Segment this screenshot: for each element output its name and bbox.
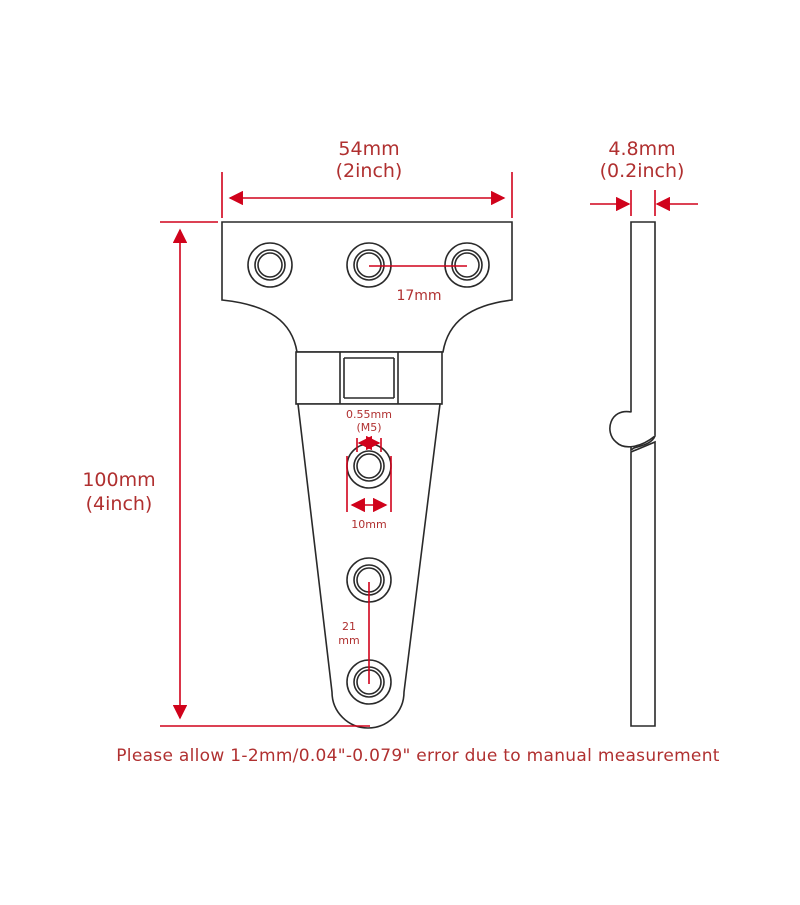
strap-hole-2 — [346, 557, 392, 603]
dimension-lines — [160, 172, 698, 727]
hole-diameter-label: 0.55mm — [346, 408, 392, 421]
top-hole-2 — [346, 242, 392, 288]
width-mm-label: 54mm — [338, 138, 399, 160]
top-hole-1 — [247, 242, 293, 288]
hinge-knuckle — [295, 351, 443, 405]
hinge-front-view — [221, 221, 513, 729]
strap-hole-1 — [346, 443, 392, 489]
top-hole-spacing-label: 17mm — [396, 288, 441, 304]
thickness-inch-label: (0.2inch) — [600, 160, 685, 182]
thickness-mm-label: 4.8mm — [608, 138, 675, 160]
top-hole-3 — [444, 242, 490, 288]
width-inch-label: (2inch) — [336, 160, 403, 182]
strap-spacing-value-label: 21 — [342, 620, 356, 633]
height-inch-label: (4inch) — [86, 493, 153, 515]
measurement-note: Please allow 1-2mm/0.04"-0.079" error du… — [116, 746, 720, 766]
hole-outer-label: 10mm — [351, 518, 386, 531]
strap-spacing-unit-label: mm — [338, 634, 359, 647]
height-mm-label: 100mm — [82, 469, 155, 491]
hole-thread-label: (M5) — [356, 421, 381, 434]
hinge-side-view — [609, 221, 656, 727]
